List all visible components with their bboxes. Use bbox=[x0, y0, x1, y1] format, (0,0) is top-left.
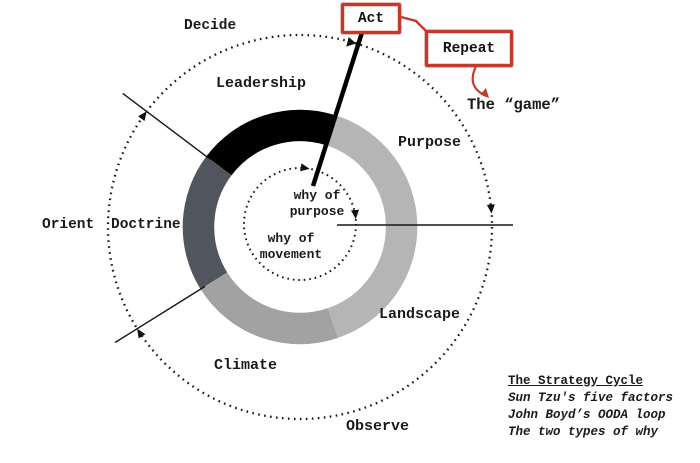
label-the-game: The “game” bbox=[467, 96, 561, 114]
ring-segment-leadership bbox=[206, 109, 335, 176]
why-of-purpose-line2: purpose bbox=[289, 204, 345, 219]
ring-segment-purpose-landscape bbox=[324, 114, 418, 338]
ooda-loop-dotted-circle bbox=[106, 33, 494, 421]
legend-title: The Strategy Cycle bbox=[508, 374, 644, 388]
ring-segment-climate bbox=[200, 272, 339, 345]
label-doctrine: Doctrine bbox=[111, 217, 181, 233]
boundary-line-lower-left bbox=[114, 285, 206, 344]
why-of-purpose-line1: why of bbox=[293, 188, 341, 203]
act-repeat-connector bbox=[400, 15, 427, 32]
label-why-of-purpose: why of purpose bbox=[262, 188, 372, 220]
label-purpose: Purpose bbox=[398, 134, 462, 151]
loop-arrow-top-icon bbox=[346, 37, 357, 47]
repeat-callout-box: Repeat bbox=[425, 30, 513, 67]
label-decide: Decide bbox=[184, 18, 237, 34]
repeat-game-arrowhead-icon bbox=[480, 88, 489, 98]
label-leadership: Leadership bbox=[216, 75, 307, 92]
loop-arrow-lower-left-icon bbox=[137, 328, 146, 339]
boundary-line-upper-left bbox=[122, 92, 212, 161]
label-observe: Observe bbox=[346, 418, 410, 435]
legend-item-1: Sun Tzu's five factors bbox=[508, 391, 674, 405]
legend: The Strategy Cycle Sun Tzu's five factor… bbox=[508, 373, 673, 441]
why-dotted-circle bbox=[243, 167, 357, 281]
label-orient: Orient bbox=[42, 217, 95, 233]
why-circle-arrow-right-icon bbox=[351, 209, 359, 220]
ring-segment-doctrine bbox=[182, 156, 232, 290]
why-circle-arrow-top-icon bbox=[300, 163, 310, 172]
label-climate: Climate bbox=[214, 357, 278, 374]
label-act: Act bbox=[357, 10, 385, 27]
loop-arrow-upper-left-icon bbox=[138, 111, 147, 121]
legend-item-2: John Boyd’s OODA loop bbox=[508, 408, 666, 422]
act-line bbox=[310, 19, 369, 187]
why-of-movement-line1: why of bbox=[267, 231, 315, 246]
why-of-movement-line2: movement bbox=[259, 247, 323, 262]
loop-arrow-right-icon bbox=[486, 204, 495, 214]
act-callout-box: Act bbox=[341, 3, 401, 34]
label-why-of-movement: why of movement bbox=[236, 231, 346, 263]
label-landscape: Landscape bbox=[379, 306, 461, 323]
label-repeat: Repeat bbox=[442, 40, 496, 57]
legend-item-3: The two types of why bbox=[508, 425, 659, 439]
